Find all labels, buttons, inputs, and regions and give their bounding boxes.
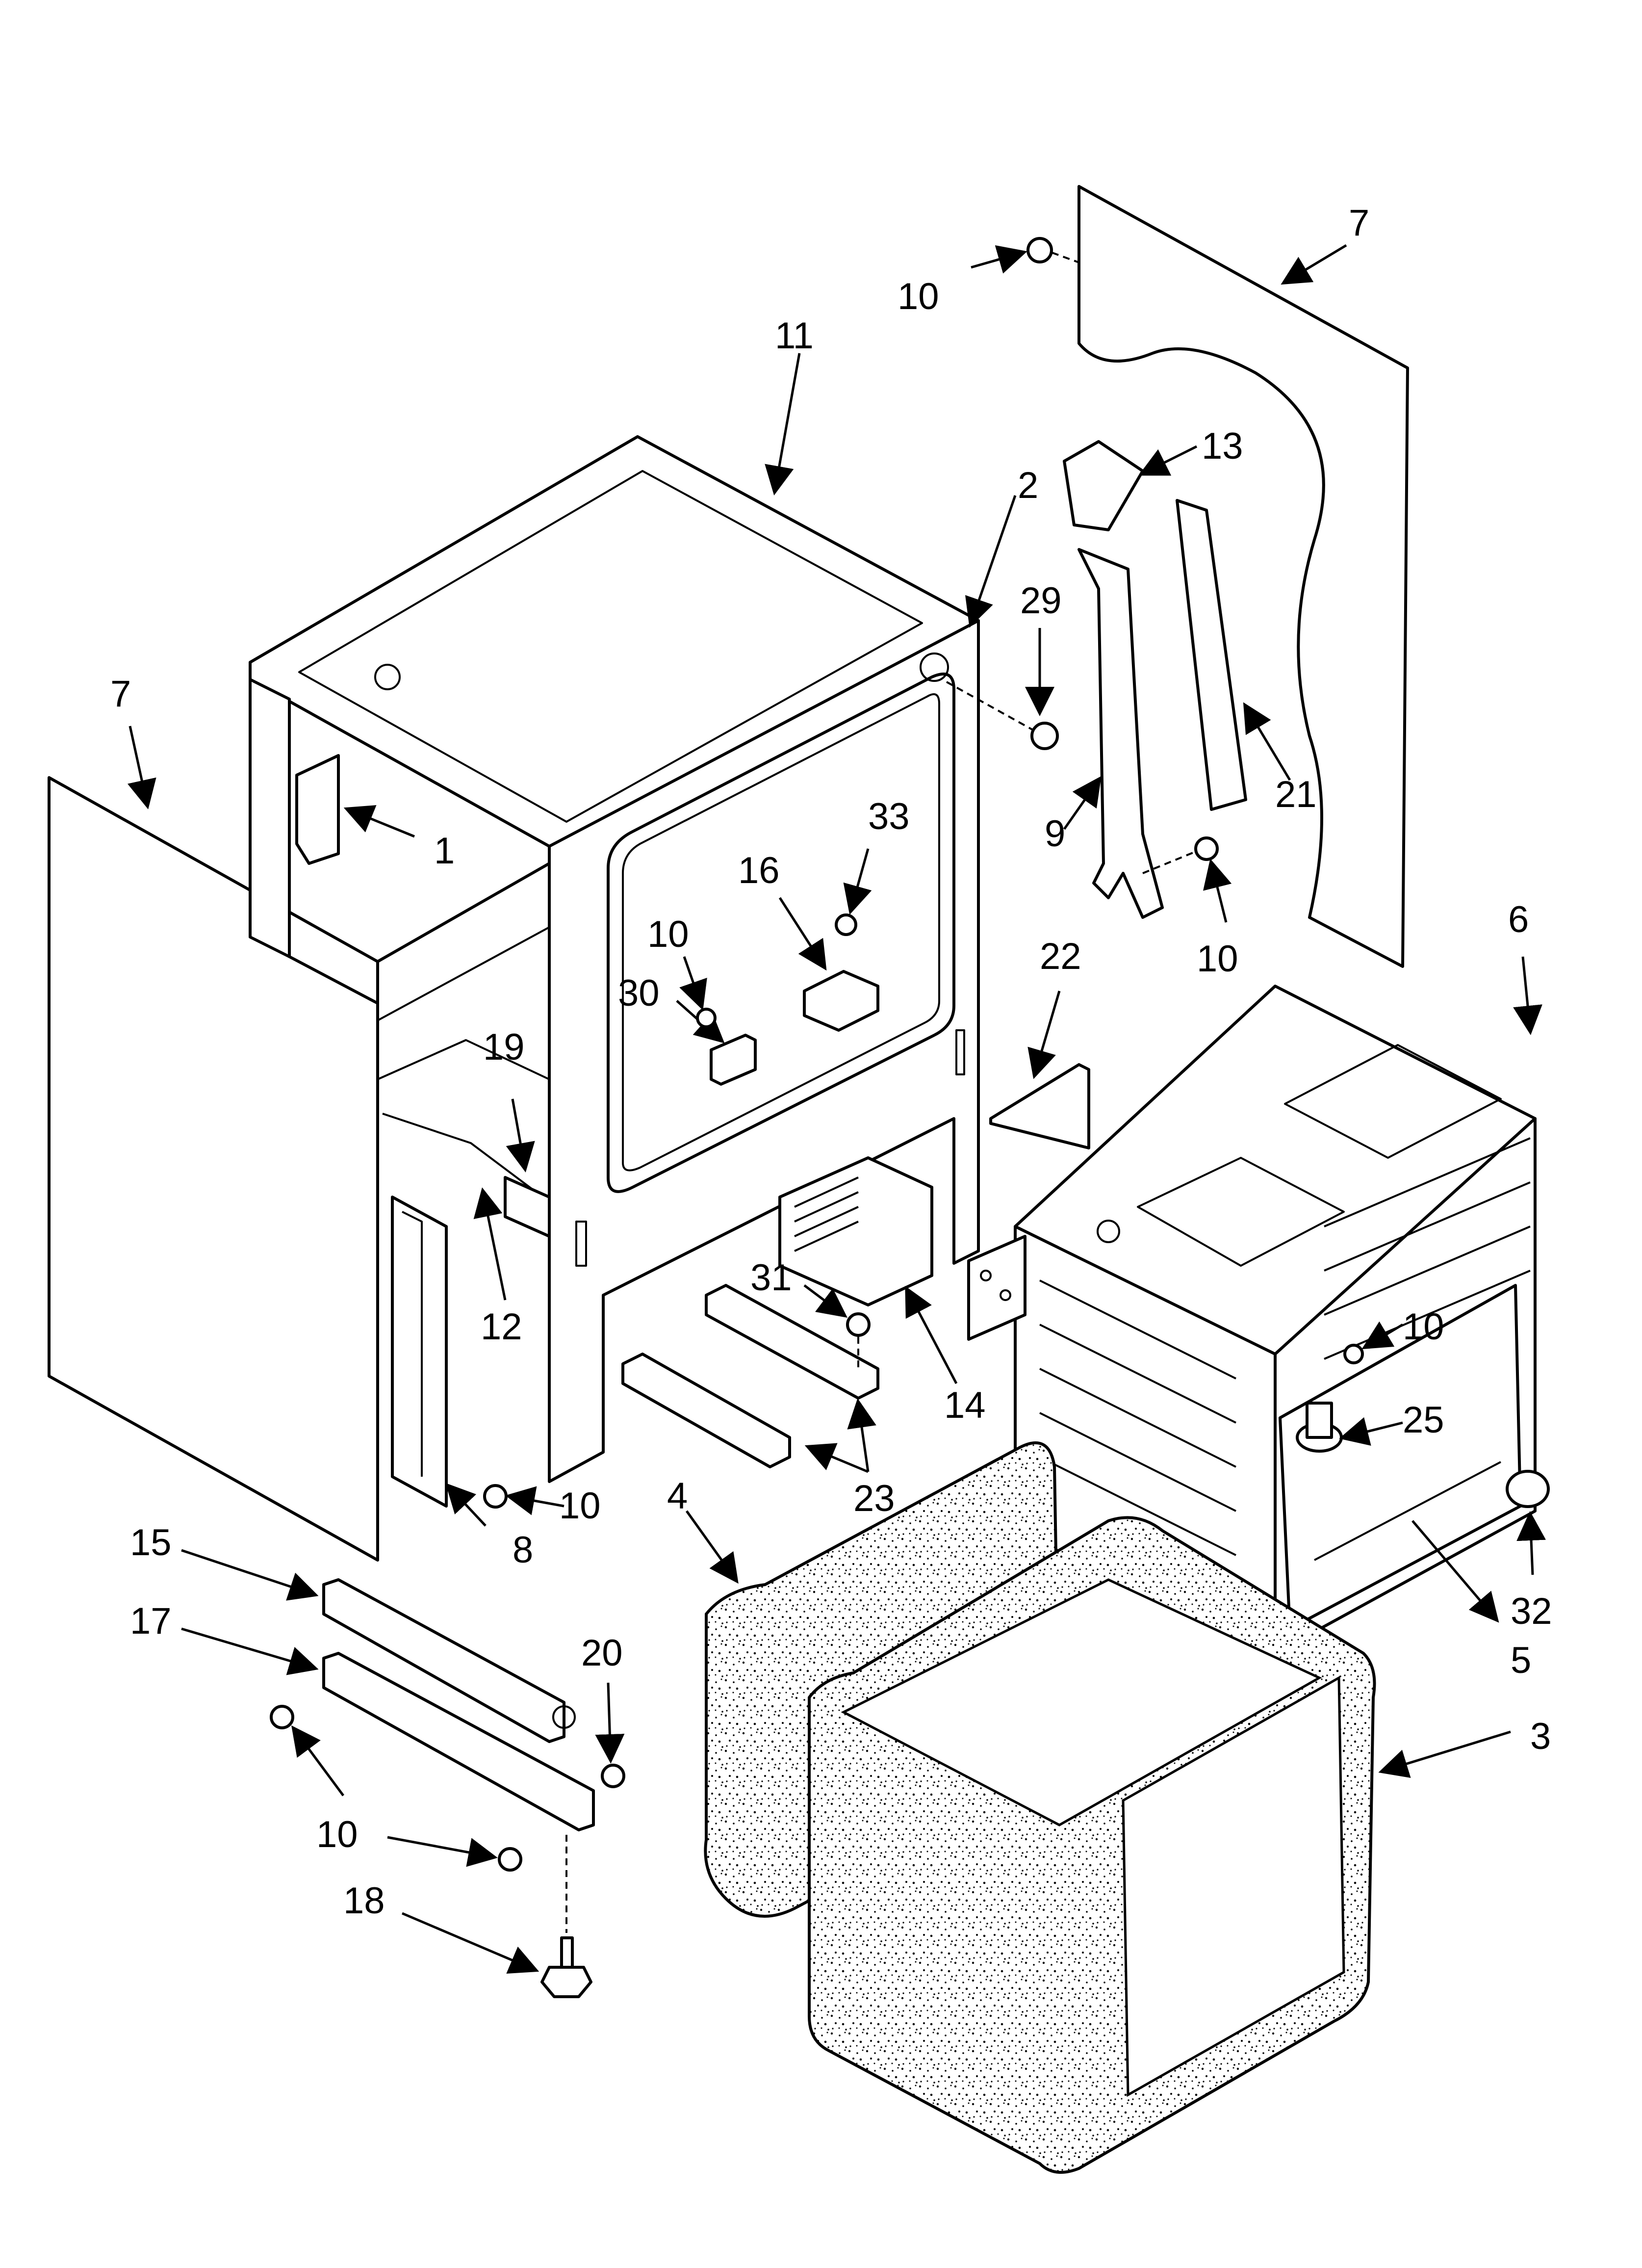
- part-23-rails: [621, 1284, 879, 1473]
- part-10-screw-bracket: [1142, 836, 1232, 923]
- callout-33: 33: [868, 796, 910, 837]
- part-32-cap: [1506, 1470, 1550, 1575]
- callout-10f: 10: [316, 1814, 358, 1855]
- callout-8: 8: [513, 1529, 533, 1571]
- part-9-bracket: [1063, 548, 1164, 919]
- part-10-screw-rail-b: [387, 1836, 522, 1872]
- part-10-screw-inner: [679, 956, 717, 1028]
- callout-10b: 10: [1197, 938, 1238, 980]
- liner-rack-supports-right: [1324, 1137, 1531, 1360]
- callout-18: 18: [343, 1880, 385, 1922]
- callout-15: 15: [130, 1522, 172, 1564]
- callout-23: 23: [853, 1478, 895, 1519]
- cabinet-frame: [249, 435, 980, 1562]
- part-10-screw-liner: [1343, 1321, 1404, 1364]
- callout-19: 19: [483, 1026, 525, 1068]
- part-1-bracket: [295, 754, 415, 865]
- callout-5: 5: [1511, 1640, 1531, 1681]
- callout-16: 16: [738, 850, 780, 891]
- part-33-screw: [835, 848, 872, 936]
- callout-29: 29: [1020, 580, 1062, 622]
- part-21-bracket: [1176, 499, 1291, 811]
- callout-30: 30: [618, 972, 660, 1014]
- callout-21: 21: [1275, 774, 1317, 815]
- callout-25: 25: [1403, 1399, 1444, 1441]
- part-16-thermostat: [778, 897, 879, 1032]
- callout-32: 32: [1511, 1590, 1552, 1632]
- left-side-panel: [48, 776, 379, 1562]
- part-14-burner-box: [778, 1156, 958, 1384]
- callout-11: 11: [775, 315, 814, 357]
- callout-4: 4: [667, 1475, 688, 1517]
- callout-31: 31: [750, 1257, 792, 1299]
- part-10-screw-top: [971, 237, 1079, 274]
- callout-22: 22: [1040, 936, 1081, 977]
- part-29-screw: [946, 628, 1059, 750]
- oven-liner: [967, 985, 1537, 1655]
- callout-6: 6: [1508, 899, 1529, 940]
- callout-2: 2: [1018, 465, 1038, 506]
- callout-7b: 7: [110, 673, 131, 715]
- callout-labels: 1 2 3 4 5 6 7 7 8 9 10 10 10 10 10 10 10…: [110, 202, 1552, 1922]
- rear-panel: [1078, 185, 1409, 968]
- callout-3: 3: [1530, 1716, 1551, 1757]
- part-3-insulation: [808, 1516, 1511, 2174]
- part-10-screw-side: [483, 1484, 564, 1515]
- part-25-spreader: [1296, 1402, 1403, 1453]
- part-19-bracket: [504, 1098, 551, 1238]
- part-17-rail: [181, 1627, 595, 1831]
- part-18-leveling-leg: [402, 1835, 592, 1998]
- callout-10a: 10: [898, 276, 939, 317]
- part-10-screw-rail-a: [270, 1705, 345, 1797]
- part-22-shield: [989, 991, 1090, 1149]
- part-31-screw: [803, 1284, 871, 1369]
- part-15-rail: [181, 1549, 576, 1743]
- callout-7a: 7: [1349, 202, 1369, 244]
- callout-20: 20: [581, 1632, 623, 1674]
- part-8-rail: [391, 1196, 487, 1527]
- liner-rack-supports: [1039, 1279, 1501, 1561]
- callout-9: 9: [1045, 813, 1065, 855]
- callout-12: 12: [481, 1306, 522, 1348]
- callout-13: 13: [1202, 425, 1243, 467]
- callout-10c: 10: [647, 913, 689, 955]
- callout-14: 14: [944, 1384, 986, 1426]
- callout-10e: 10: [559, 1485, 601, 1527]
- callout-10d: 10: [1403, 1306, 1444, 1348]
- callout-17: 17: [130, 1600, 172, 1642]
- callout-1: 1: [434, 830, 455, 872]
- part-20-screw: [595, 1682, 625, 1788]
- part-13-bracket: [1063, 440, 1198, 531]
